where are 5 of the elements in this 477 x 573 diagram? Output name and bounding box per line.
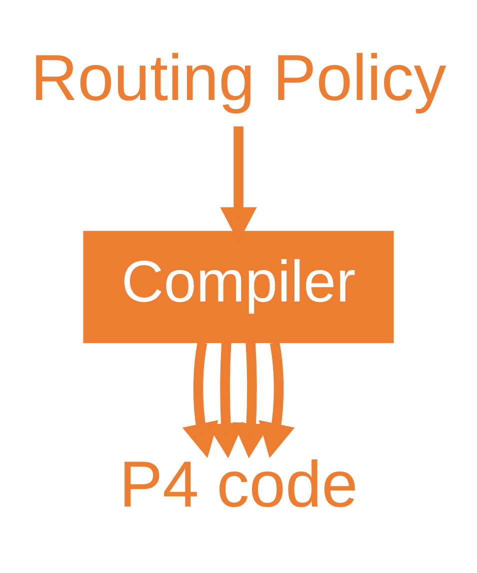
arrow bbox=[182, 341, 218, 458]
arrow bbox=[258, 341, 295, 458]
node-box: Compiler bbox=[83, 230, 394, 343]
node-text: P4 code bbox=[119, 446, 358, 520]
node-text: Routing Policy bbox=[30, 40, 446, 114]
